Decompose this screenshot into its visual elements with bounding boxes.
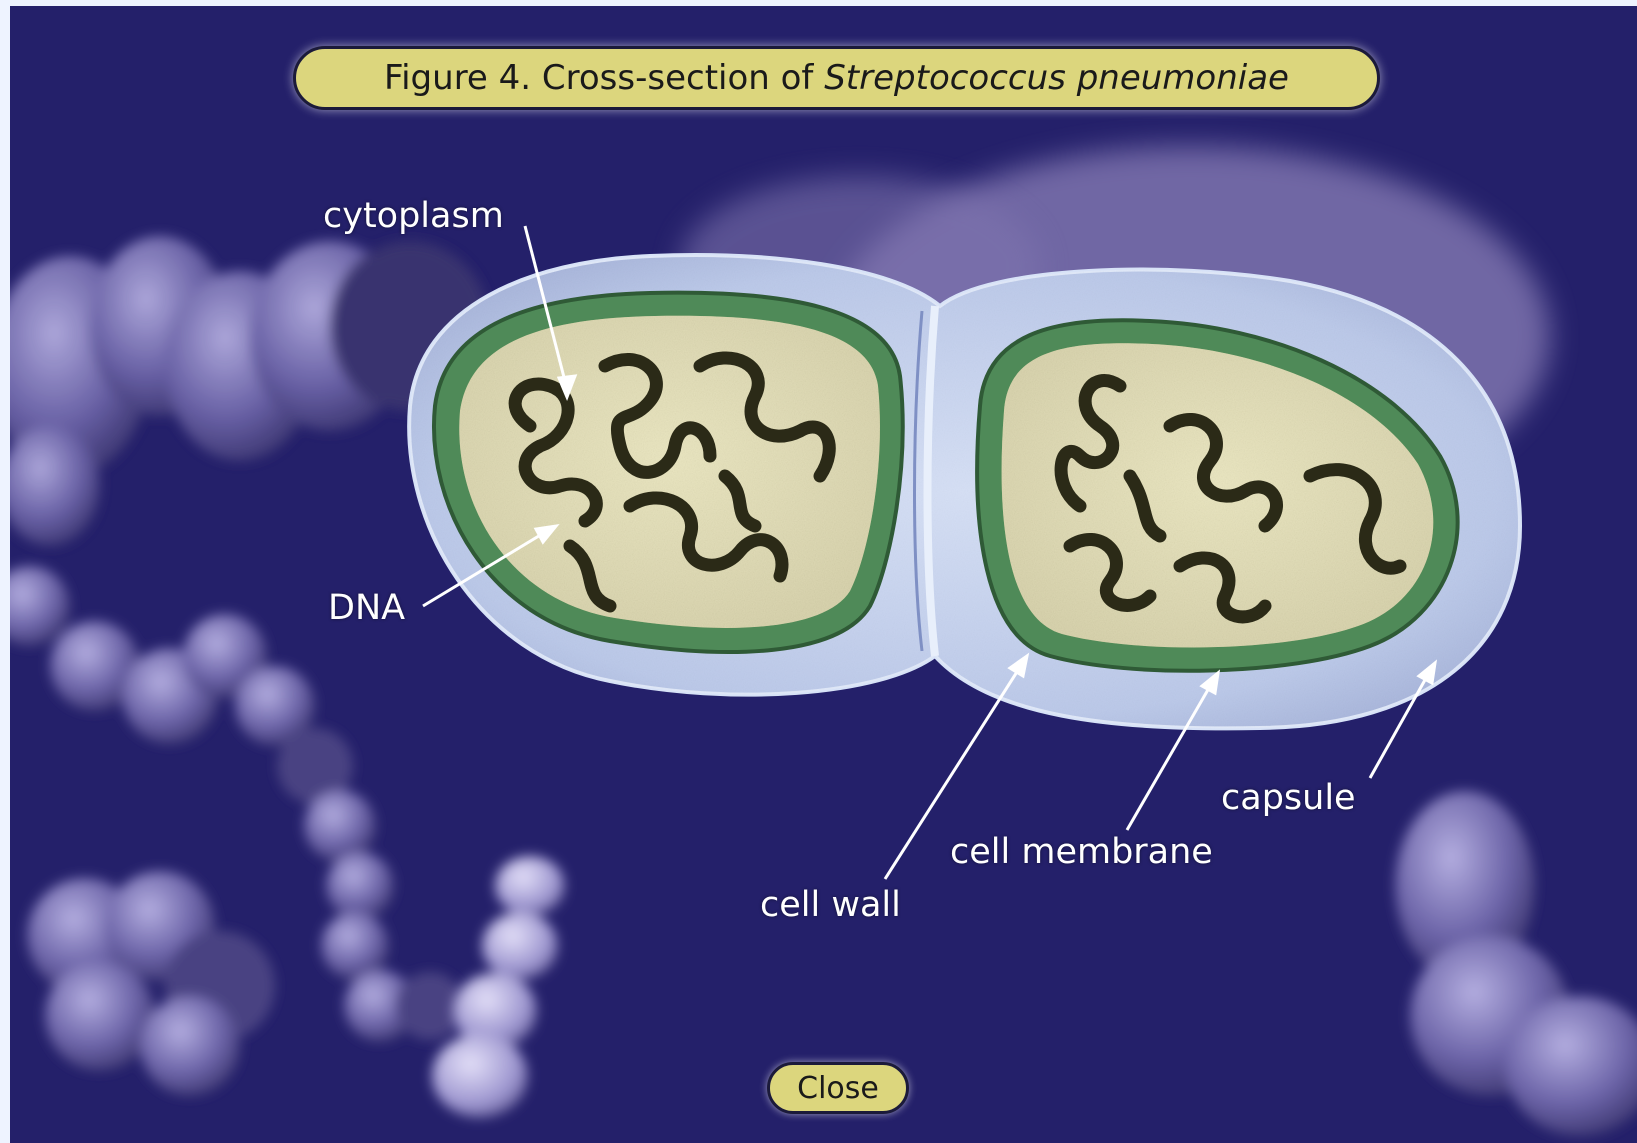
lower-right-chain [1395, 791, 1637, 1136]
close-button[interactable]: Close [767, 1062, 909, 1114]
label-cytoplasm: cytoplasm [323, 196, 504, 236]
label-cell-membrane: cell membrane [950, 832, 1213, 872]
label-capsule: capsule [1221, 778, 1356, 818]
label-dna: DNA [328, 588, 405, 628]
diplococcus [409, 255, 1520, 728]
figure-panel: Figure 4. Cross-section of Streptococcus… [10, 6, 1637, 1143]
figure-title: Figure 4. Cross-section of Streptococcus… [293, 46, 1380, 110]
bottom-left-cluster [27, 871, 275, 1096]
bacteria-illustration [10, 6, 1637, 1143]
figure-title-prefix: Figure 4. Cross-section of [384, 58, 824, 98]
figure-title-species: Streptococcus pneumoniae [824, 58, 1289, 98]
label-cell-wall: cell wall [760, 885, 901, 925]
